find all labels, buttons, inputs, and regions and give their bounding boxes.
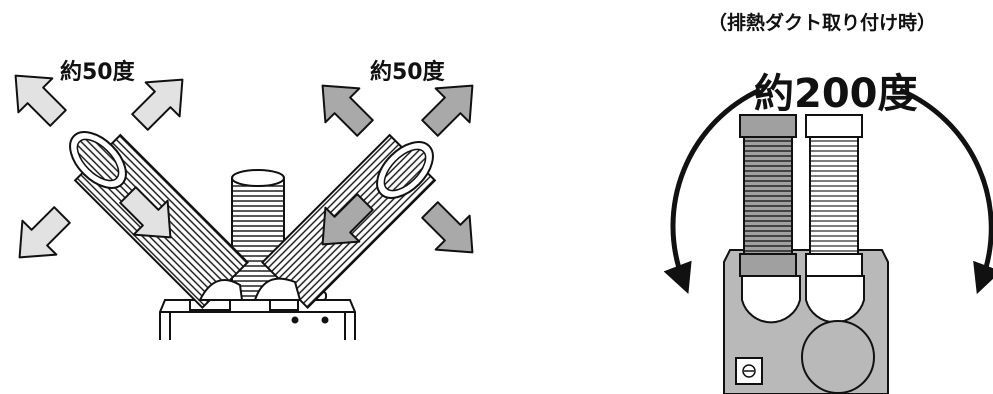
arrow-icon bbox=[18, 206, 71, 259]
rotation-arrow-icon bbox=[899, 87, 993, 295]
arrow-icon bbox=[421, 84, 474, 137]
center-duct-hose bbox=[231, 169, 285, 301]
rotation-arrow-icon bbox=[663, 87, 762, 295]
rotation-label: 約200度 bbox=[754, 71, 918, 117]
condition-label: （排熱ダクト取り付け時） bbox=[708, 12, 937, 34]
arrow-icon bbox=[321, 193, 374, 246]
right-figure bbox=[663, 87, 993, 394]
exhaust-duct-gray bbox=[739, 114, 797, 277]
right-arrow-set bbox=[321, 84, 474, 254]
left-angle-label: 約50度 bbox=[60, 60, 135, 85]
cooler-unit-rear bbox=[723, 249, 889, 394]
left-arrow-set bbox=[14, 74, 184, 259]
right-angle-label: 約50度 bbox=[370, 60, 445, 85]
exhaust-duct-white bbox=[805, 114, 863, 277]
left-figure bbox=[14, 74, 474, 340]
arrow-icon bbox=[321, 84, 374, 137]
arrow-icon bbox=[119, 186, 172, 239]
arrow-icon bbox=[14, 74, 67, 127]
screw-icon bbox=[742, 364, 756, 378]
arrow-icon bbox=[421, 201, 474, 254]
arrow-icon bbox=[131, 78, 184, 131]
